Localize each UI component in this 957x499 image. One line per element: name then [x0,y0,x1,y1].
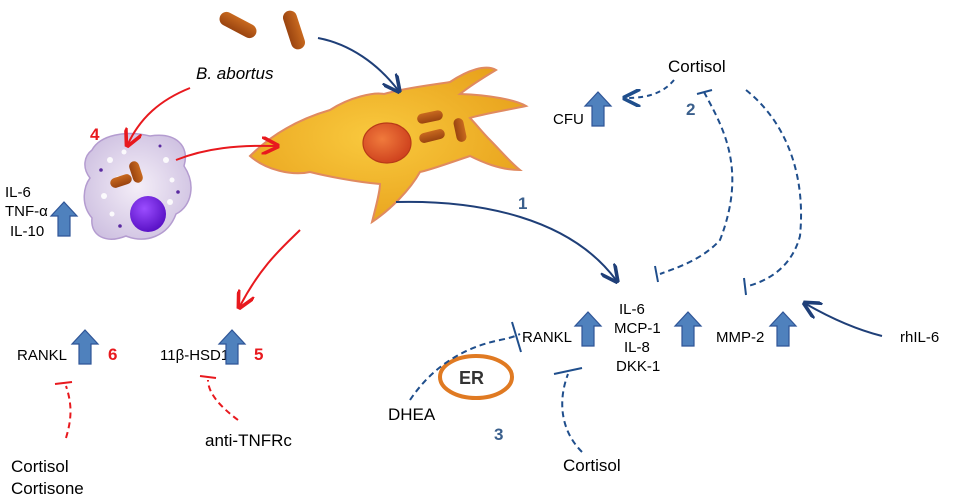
bacterium-1 [219,11,257,39]
inhibit-bar-hsd [199,375,217,379]
inhibit-bar-cortisol-top [696,89,713,95]
cytokine-tnfa: TNF-α [5,203,48,220]
cytokine-il6: IL-6 [5,184,31,201]
inhibit-cortisol-bottom [561,373,583,453]
er-ring [438,354,514,400]
inhibit-bar-mmp2 [743,277,747,296]
osteoblast-nucleus [362,122,412,164]
inhibit-antitnfrc-to-hsd [207,379,239,421]
arrow-cortisol-to-cfu [626,79,675,98]
intracellular-bacterium-2 [419,129,445,143]
step-number-6: 6 [108,345,117,364]
cfu-label: CFU [553,111,584,128]
intracellular-bacterium-3 [453,118,467,142]
arrow-macrophage-to-osteoblast [175,146,276,161]
macrophage-cell [83,132,192,240]
cortisone-label-left: Cortisone [11,479,84,498]
step-number-4: 4 [90,125,100,144]
factor-il8: IL-8 [624,339,650,356]
inhibit-bar-cortisol-bottom [553,367,583,375]
arrow-bacteria-to-macrophage [128,87,191,144]
rankl-mid-up-arrow-icon [574,311,602,347]
hsd-label: 11β-HSD1 [160,347,229,364]
step-number-3: 3 [494,425,503,444]
cfu-up-arrow-icon [584,91,612,127]
factor-mcp1: MCP-1 [614,320,661,337]
macrophage-bacterium-2 [129,161,143,183]
cortisol-bottom-label: Cortisol [563,456,621,475]
cortisol-label-left: Cortisol [11,457,69,476]
mmp2-up-arrow-icon [769,311,797,347]
cytokine-il10: IL-10 [10,223,44,240]
inhibit-dhea-to-rankl [409,333,521,401]
macrophage-bacterium-1 [110,174,132,188]
inhibit-cortisol-to-mmp2 [745,89,802,287]
rankl-left-label: RANKL [17,347,67,364]
mmp2-label: MMP-2 [716,329,764,346]
macrophage-nucleus [130,196,166,232]
factor-il6: IL-6 [619,301,645,318]
inhibit-bar-dhea [511,321,522,353]
bacterium-2 [282,10,306,50]
rankl-mid-label: RANKL [522,329,572,346]
arrow-osteoblast-to-factors [395,200,616,280]
inhibit-cortisone-to-rankl [65,385,72,439]
inhibit-cortisol-to-factors [659,91,734,275]
step-number-2: 2 [686,100,695,119]
inhibit-bar-factors [654,265,659,283]
factors-up-arrow-icon [674,311,702,347]
rhil6-label: rhIL-6 [900,329,939,346]
osteoblast-factor-list: IL-6 MCP-1 IL-8 DKK-1 [614,301,661,375]
cortisol-top-label: Cortisol [668,57,726,76]
inhibit-bar-rankl-left [54,381,73,385]
arrow-rhil6-to-mmp2 [806,304,883,337]
cytokines-up-arrow-icon [50,201,78,237]
intracellular-bacterium-1 [417,110,443,124]
dhea-label: DHEA [388,405,436,424]
arrow-osteoblast-to-hsd [240,229,301,306]
rankl-left-up-arrow-icon [71,329,99,365]
anti-tnfrc-label: anti-TNFRc [205,431,292,450]
er-label: ER [459,368,484,388]
step-number-1: 1 [518,194,527,213]
factor-dkk1: DKK-1 [616,358,660,375]
osteoblast-cell [248,66,529,225]
step-number-5: 5 [254,345,263,364]
bacteria-group [219,10,306,50]
macrophage-cytokine-list: IL-6 TNF-α IL-10 [5,184,48,240]
arrow-bacteria-to-osteoblast [317,37,398,90]
bacterium-label: B. abortus [196,64,274,83]
